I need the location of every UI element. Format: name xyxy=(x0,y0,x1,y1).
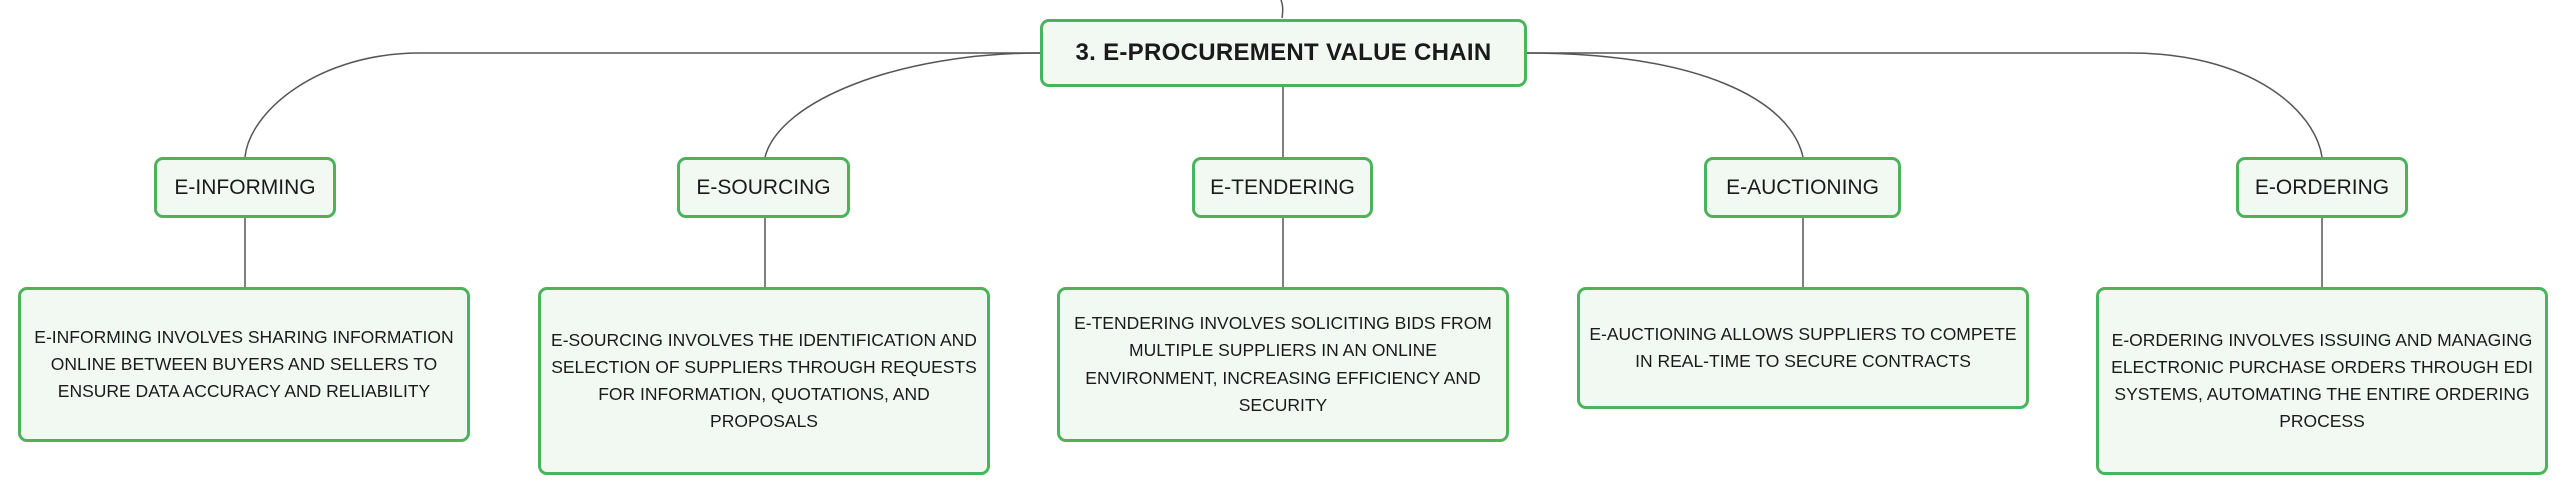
description-text: E-INFORMING INVOLVES SHARING INFORMATION… xyxy=(34,326,454,402)
connector-top-stub xyxy=(1280,0,1284,19)
branch-node-e-ordering[interactable]: E-ORDERING xyxy=(2236,157,2408,218)
description-text: E-SOURCING INVOLVES THE IDENTIFICATION A… xyxy=(551,329,977,432)
description-node-e-sourcing[interactable]: E-SOURCING INVOLVES THE IDENTIFICATION A… xyxy=(538,287,990,475)
description-node-e-informing[interactable]: E-INFORMING INVOLVES SHARING INFORMATION… xyxy=(18,287,470,442)
branch-node-e-informing[interactable]: E-INFORMING xyxy=(154,157,336,218)
connector-root-e-auctioning xyxy=(1524,52,1804,158)
branch-label: E-INFORMING xyxy=(174,175,316,199)
connector-root-e-sourcing xyxy=(764,52,1041,158)
description-node-e-ordering[interactable]: E-ORDERING INVOLVES ISSUING AND MANAGING… xyxy=(2096,287,2548,475)
connector-root-e-ordering xyxy=(1525,52,2323,158)
branch-label: E-ORDERING xyxy=(2254,175,2390,199)
root-node[interactable]: 3. E-PROCUREMENT VALUE CHAIN xyxy=(1040,19,1527,87)
description-node-e-tendering[interactable]: E-TENDERING INVOLVES SOLICITING BIDS FRO… xyxy=(1057,287,1509,442)
branch-label: E-TENDERING xyxy=(1210,175,1355,199)
branch-label: E-AUCTIONING xyxy=(1726,175,1879,199)
branch-node-e-sourcing[interactable]: E-SOURCING xyxy=(677,157,850,218)
description-text: E-AUCTIONING ALLOWS SUPPLIERS TO COMPETE… xyxy=(1589,323,2017,371)
branch-node-e-auctioning[interactable]: E-AUCTIONING xyxy=(1704,157,1901,218)
branch-label: E-SOURCING xyxy=(696,175,831,199)
description-node-e-auctioning[interactable]: E-AUCTIONING ALLOWS SUPPLIERS TO COMPETE… xyxy=(1577,287,2029,409)
root-label: 3. E-PROCUREMENT VALUE CHAIN xyxy=(1075,39,1492,66)
description-text: E-TENDERING INVOLVES SOLICITING BIDS FRO… xyxy=(1074,313,1492,415)
branch-node-e-tendering[interactable]: E-TENDERING xyxy=(1192,157,1373,218)
description-text: E-ORDERING INVOLVES ISSUING AND MANAGING… xyxy=(2111,329,2533,432)
connector-root-e-informing xyxy=(244,52,1040,158)
